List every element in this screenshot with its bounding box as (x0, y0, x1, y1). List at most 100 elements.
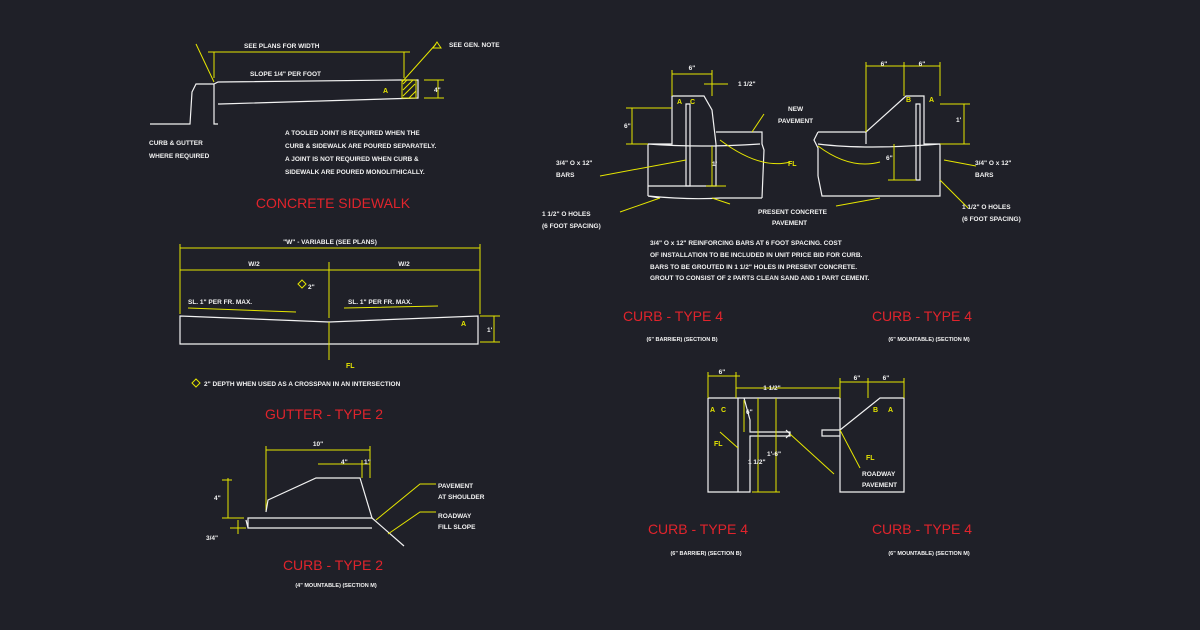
curb4-upper-title-left: CURB - TYPE 4 (623, 308, 723, 324)
curb2-top-label: 10" (313, 441, 323, 448)
curb4-upper-holes-right-1: 1 1/2" O HOLES (962, 204, 1011, 211)
curb4-upper-right-depth: 6" (886, 155, 893, 162)
curb2-height-dim (222, 478, 244, 519)
curb4-lower-right-dim-a: 6" (854, 375, 861, 382)
curb4-upper-bars-left-1: 3/4" O x 12" (556, 160, 593, 167)
curb4-upper-left-leaders (599, 113, 791, 213)
curb4-upper-note-4: GROUT TO CONSIST OF 2 PARTS CLEAN SAND A… (650, 275, 870, 282)
sidewalk-note-1: A TOOLED JOINT IS REQUIRED WHEN THE (285, 130, 420, 137)
curb4-lower-detail: 6" 1 1/2" 6" 1 1/2" 1'-6" A C FL 6" 6" B… (648, 369, 972, 557)
curb4-lower-flowline-left: FL (714, 441, 723, 448)
gutter-outline (179, 315, 479, 345)
curb4-upper-note-3: BARS TO BE GROUTED IN 1 1/2" HOLES IN PR… (650, 264, 857, 271)
curb2-base-label: 3/4" (206, 535, 218, 542)
gutter-depth-dim (480, 315, 500, 343)
curb4-upper-right-dims (865, 62, 970, 181)
curb4-upper-mark-c-left: C (690, 99, 695, 106)
curb4-upper-right-outline (813, 95, 941, 197)
sidewalk-curb-outline (150, 79, 419, 125)
curb4-lower-mark-a-left: A (710, 407, 715, 414)
curb4-upper-new-pavement-1: NEW (788, 106, 804, 113)
curb2-detail: 10" 4" 1" 4" 3/4" PAVEMENT AT SHOULDER R… (206, 441, 485, 589)
curb4-upper-right-dim-b: 6" (919, 61, 926, 68)
curb4-upper-holes-left-2: (6 FOOT SPACING) (542, 223, 601, 230)
sidewalk-note-ref: SEE GEN. NOTE (449, 42, 500, 49)
curb2-pavement-1: PAVEMENT (438, 483, 473, 490)
curb4-upper-bars-right-1: 3/4" O x 12" (975, 160, 1012, 167)
curb4-upper-right-height: 1' (956, 117, 962, 124)
curb4-lower-right-dim-b: 6" (883, 375, 890, 382)
curb4-lower-roadway-2: PAVEMENT (862, 482, 897, 489)
gutter-note: 2" DEPTH WHEN USED AS A CROSSPAN IN AN I… (204, 381, 401, 388)
sidewalk-curb-label-1: CURB & GUTTER (149, 140, 203, 147)
gutter-total-label: "W" - VARIABLE (SEE PLANS) (283, 239, 377, 246)
curb4-upper-left-depth: 1' (712, 161, 718, 168)
sidewalk-note-4: SIDEWALK ARE POURED MONOLITHICALLY. (285, 169, 425, 176)
sidewalk-note-3: A JOINT IS NOT REQUIRED WHEN CURB & (285, 156, 419, 163)
gutter-title: GUTTER - TYPE 2 (265, 406, 383, 422)
curb4-upper-left-outline (647, 95, 765, 200)
curb2-base-dim (230, 520, 246, 534)
sidewalk-slope-label: SLOPE 1/4" PER FOOT (250, 71, 321, 78)
gutter-note-diamond-icon (191, 378, 201, 388)
curb4-upper-bars-right-2: BARS (975, 172, 994, 179)
gutter-half-left-label: W/2 (248, 261, 260, 268)
curb4-upper-left-height: 6" (624, 123, 631, 130)
curb2-outline (245, 477, 373, 529)
curb4-upper-present-2: PAVEMENT (772, 220, 807, 227)
curb4-upper-left-bar (685, 103, 691, 187)
gutter-slope-left-label: SL. 1" PER FR. MAX. (188, 299, 252, 306)
curb4-upper-note-1: 3/4" O x 12" REINFORCING BARS AT 6 FOOT … (650, 240, 842, 247)
curb2-subtitle: (4" MOUNTABLE) (SECTION M) (295, 583, 377, 589)
gutter-depth-label: 1' (487, 327, 493, 334)
curb4-lower-leaders (719, 429, 861, 475)
curb4-upper-subtitle-left: (6" BARRIER) (SECTION B) (646, 337, 717, 343)
curb4-upper-title-right: CURB - TYPE 4 (872, 308, 972, 324)
curb4-lower-roadway-1: ROADWAY (862, 471, 896, 478)
curb4-lower-mark-b: B (873, 407, 878, 414)
curb4-lower-left-dims (707, 372, 840, 493)
curb4-upper-right-bar (915, 103, 921, 181)
curb4-upper-left-dim-b: 1 1/2" (738, 81, 756, 88)
curb4-lower-flowline-right: FL (866, 455, 875, 462)
curb4-lower-subtitle-left: (6" BARRIER) (SECTION B) (670, 551, 741, 557)
sidewalk-mark-a: A (383, 88, 388, 95)
curb2-dim-a: 4" (341, 459, 348, 466)
sidewalk-curb-label-2: WHERE REQUIRED (149, 153, 210, 160)
gutter-half-dimension (180, 262, 480, 318)
curb4-upper-present-1: PRESENT CONCRETE (758, 209, 828, 216)
curb2-title: CURB - TYPE 2 (283, 557, 383, 573)
gutter-total-dimension (179, 244, 481, 314)
curb4-upper-right-dim-a: 6" (881, 61, 888, 68)
curb4-upper-detail: 6" 1 1/2" 6" 1' A C NEW PAVEMENT FL PRES… (542, 61, 1021, 343)
curb4-upper-left-dim-a: 6" (689, 65, 696, 72)
sidewalk-thickness-label: 4" (434, 87, 441, 94)
curb4-lower-title-left: CURB - TYPE 4 (648, 521, 748, 537)
curb4-lower-right-dims (839, 378, 905, 398)
curb4-lower-mark-a-right: A (888, 407, 893, 414)
gutter-detail: "W" - VARIABLE (SEE PLANS) W/2 W/2 SL. 1… (179, 239, 500, 422)
sidewalk-thickness-dim (424, 79, 444, 99)
curb4-upper-subtitle-right: (6" MOUNTABLE) (SECTION M) (888, 337, 970, 343)
curb4-lower-title-right: CURB - TYPE 4 (872, 521, 972, 537)
curb4-upper-holes-left-1: 1 1/2" O HOLES (542, 211, 591, 218)
curb4-upper-mark-b: B (906, 97, 911, 104)
sidewalk-width-label: SEE PLANS FOR WIDTH (244, 43, 320, 50)
curb2-roadway-2: FILL SLOPE (438, 524, 476, 531)
gutter-half-right-label: W/2 (398, 261, 410, 268)
curb4-upper-flowline: FL (788, 161, 797, 168)
curb4-upper-new-pavement-2: PAVEMENT (778, 118, 813, 125)
curb2-fill-slope (371, 517, 405, 547)
gutter-flowline-label: FL (346, 363, 355, 370)
gutter-crown-label: 2" (308, 284, 315, 291)
gutter-slope-right-label: SL. 1" PER FR. MAX. (348, 299, 412, 306)
curb4-upper-mark-a-left: A (677, 99, 682, 106)
curb4-upper-left-dims (626, 70, 728, 187)
sidewalk-hatch-lines (402, 79, 417, 99)
curb4-upper-holes-right-2: (6 FOOT SPACING) (962, 216, 1021, 223)
note-triangle-icon (432, 41, 442, 49)
curb2-top-dimension (265, 446, 371, 512)
curb4-lower-mark-c: C (721, 407, 726, 414)
curb4-lower-left-dim-b: 1 1/2" (763, 385, 781, 392)
